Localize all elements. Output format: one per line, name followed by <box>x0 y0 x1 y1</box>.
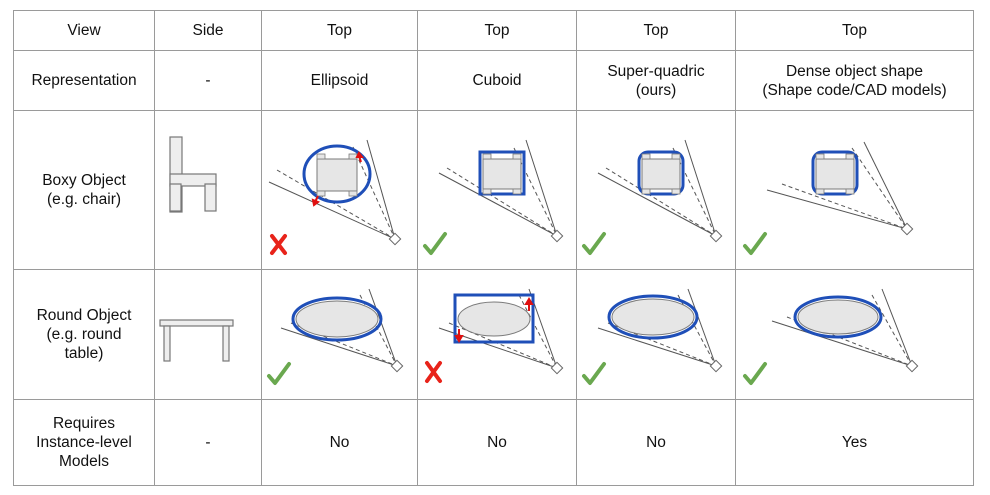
boxy-superquadric-cell <box>576 110 736 270</box>
boxy-cuboid-figure <box>422 139 563 255</box>
boxy-superquadric-figure <box>581 139 722 255</box>
requires-dense: Yes <box>735 399 974 486</box>
round-row: Round Object (e.g. round table) <box>13 269 974 400</box>
camera-icon <box>388 232 401 245</box>
round-cuboid-cell <box>417 269 577 400</box>
header-top-superquadric: Top <box>576 10 736 51</box>
boxy-cuboid-cell <box>417 110 577 270</box>
boxy-label: Boxy Object (e.g. chair) <box>13 110 155 270</box>
round-dense-cell <box>735 269 974 400</box>
round-cuboid-figure <box>424 288 563 383</box>
cross-icon <box>269 233 287 255</box>
round-dense-figure <box>742 288 918 385</box>
requires-superquadric: No <box>576 399 736 486</box>
boxy-dense-figure <box>742 141 913 255</box>
header-view: View <box>13 10 155 51</box>
representation-side: - <box>154 50 262 111</box>
comparison-table: View Side Top Top Top Top Representation… <box>13 10 974 486</box>
boxy-ellipsoid-cell <box>261 110 418 270</box>
representation-row: Representation - Ellipsoid Cuboid Super-… <box>13 50 974 111</box>
header-top-ellipsoid: Top <box>261 10 418 51</box>
requires-cuboid: No <box>417 399 577 486</box>
header-side: Side <box>154 10 262 51</box>
round-ellipsoid-cell <box>261 269 418 400</box>
table-side-icon <box>158 318 234 362</box>
header-row: View Side Top Top Top Top <box>13 10 974 51</box>
boxy-ellipsoid-figure <box>268 139 401 255</box>
method-cuboid: Cuboid <box>417 50 577 111</box>
boxy-side-cell <box>154 110 262 270</box>
requires-row: Requires Instance-level Models - No No N… <box>13 399 974 486</box>
boxy-dense-cell <box>735 110 974 270</box>
round-side-cell <box>154 269 262 400</box>
round-ellipsoid-figure <box>266 288 403 385</box>
method-dense: Dense object shape (Shape code/CAD model… <box>735 50 974 111</box>
method-ellipsoid: Ellipsoid <box>261 50 418 111</box>
requires-side: - <box>154 399 262 486</box>
round-superquadric-cell <box>576 269 736 400</box>
check-icon <box>422 231 447 255</box>
chair-side-icon <box>168 135 217 213</box>
method-superquadric: Super-quadric (ours) <box>576 50 736 111</box>
round-label: Round Object (e.g. round table) <box>13 269 155 400</box>
requires-label: Requires Instance-level Models <box>13 399 155 486</box>
header-top-dense: Top <box>735 10 974 51</box>
round-superquadric-figure <box>581 288 722 385</box>
boxy-row: Boxy Object (e.g. chair) <box>13 110 974 270</box>
representation-label: Representation <box>13 50 155 111</box>
header-top-cuboid: Top <box>417 10 577 51</box>
requires-ellipsoid: No <box>261 399 418 486</box>
